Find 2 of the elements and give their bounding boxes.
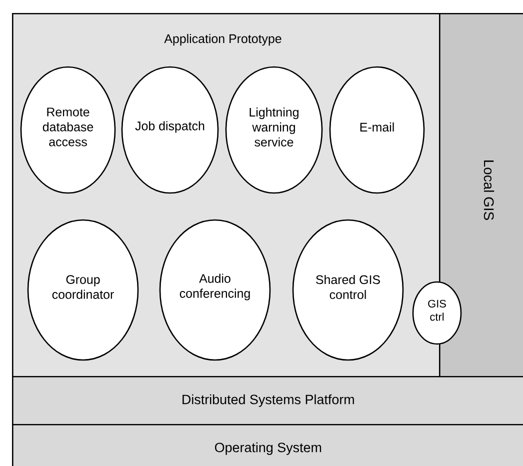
layer-box: Operating System — [12, 424, 523, 466]
layer-box: Distributed Systems Platform — [12, 376, 523, 426]
